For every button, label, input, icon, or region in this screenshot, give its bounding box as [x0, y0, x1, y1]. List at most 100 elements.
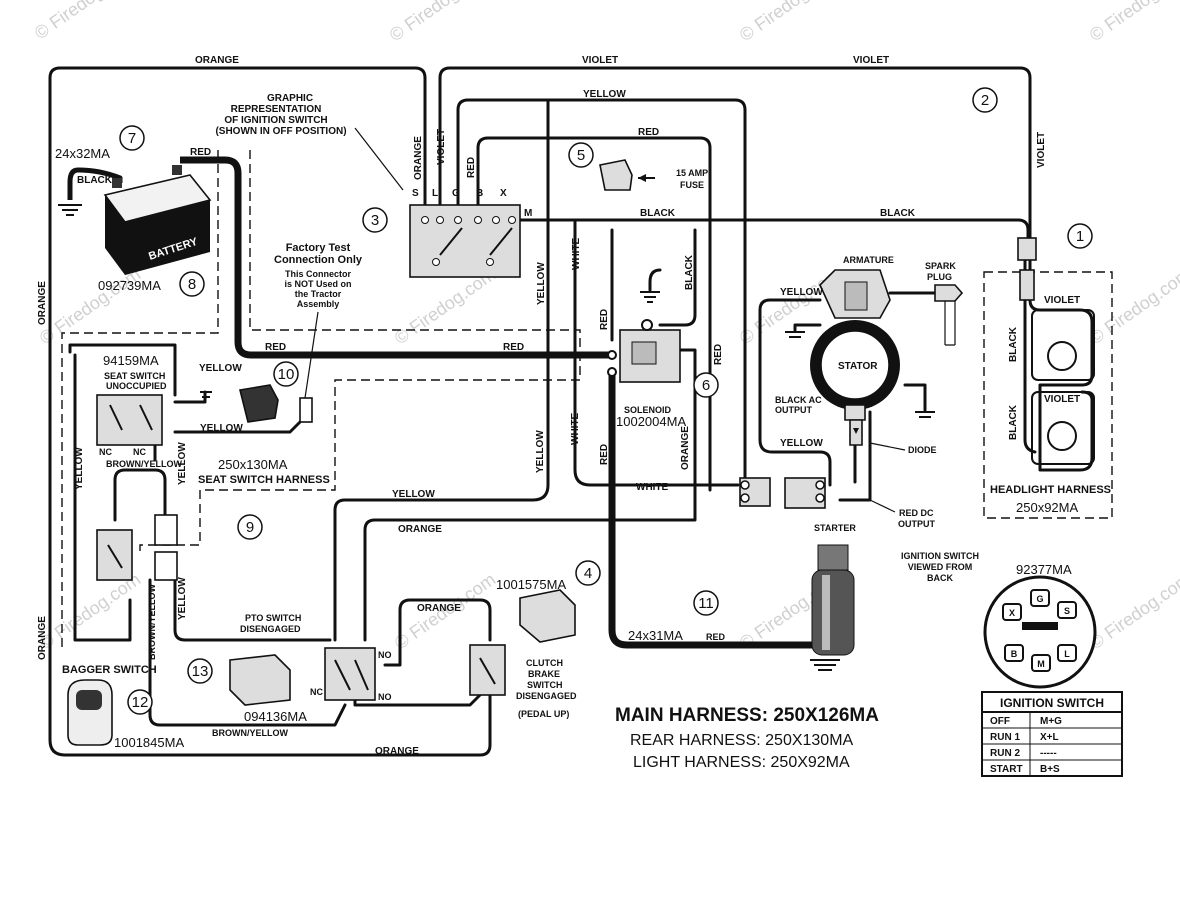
- callout-13: 13: [192, 663, 209, 680]
- table-pos: START: [990, 764, 1023, 775]
- wire-label: ORANGE: [195, 55, 239, 66]
- wire-label: ORANGE: [37, 281, 48, 325]
- fuse: [599, 159, 655, 191]
- wire-label: ORANGE: [37, 616, 48, 660]
- part-number: 94159MA: [103, 353, 159, 368]
- wire-label: YELLOW: [199, 363, 242, 374]
- wire-label: VIOLET: [853, 55, 889, 66]
- table-conn: B+S: [1040, 764, 1060, 775]
- wire-label: RED: [599, 309, 610, 330]
- part-number: 250x92MA: [1016, 500, 1078, 515]
- wire-label: VIOLET: [436, 129, 447, 165]
- note: (PEDAL UP): [518, 709, 569, 719]
- note: Factory Test: [286, 242, 351, 254]
- part-number: 92377MA: [1016, 562, 1072, 577]
- wire-label: VIOLET: [582, 55, 618, 66]
- part-number: 24x32MA: [55, 146, 110, 161]
- note: (SHOWN IN OFF POSITION): [215, 126, 346, 137]
- note: UNOCCUPIED: [106, 381, 167, 391]
- part-number: 1001845MA: [114, 735, 184, 750]
- table-conn: M+G: [1040, 716, 1062, 727]
- terminal-m: M: [524, 208, 532, 219]
- callout-3: 3: [371, 212, 379, 229]
- watermark: © Firedog.com: [36, 264, 144, 348]
- note: CLUTCH: [526, 658, 563, 668]
- watermark: © Firedog.com: [31, 0, 139, 43]
- note: RED DC: [899, 508, 934, 518]
- callout-9: 9: [246, 519, 254, 536]
- note: STARTER: [814, 523, 856, 533]
- rear-harness-title: REAR HARNESS: 250X130MA: [630, 732, 854, 749]
- note: is NOT Used on: [284, 279, 351, 289]
- headlight-harness-outline: [983, 271, 1113, 519]
- terminal-x: X: [500, 188, 507, 199]
- main-harness-title: MAIN HARNESS: 250X126MA: [615, 705, 879, 726]
- part-number: 24x31MA: [628, 628, 683, 643]
- wire-label: YELLOW: [177, 577, 188, 620]
- key-terminal: G: [1036, 594, 1043, 604]
- wire-label: YELLOW: [536, 262, 547, 305]
- watermark: © Firedog.com: [1086, 569, 1180, 653]
- connectors: [739, 237, 1037, 509]
- note: BLACK AC: [775, 395, 822, 405]
- part-numbers: 24x32MA 092739MA 94159MA 250x130MA 10020…: [55, 146, 1078, 750]
- wire-label: BLACK: [880, 208, 916, 219]
- wire-label: RED: [466, 157, 477, 178]
- note: 15 AMP: [676, 168, 708, 178]
- note: FUSE: [680, 180, 704, 190]
- note: VIEWED FROM: [908, 562, 973, 572]
- table-pos: RUN 1: [990, 732, 1020, 743]
- note: SEAT SWITCH HARNESS: [198, 474, 330, 486]
- terminal-l: L: [432, 188, 438, 199]
- table-pos: RUN 2: [990, 748, 1020, 759]
- table-conn: -----: [1040, 748, 1057, 759]
- note: NC: [99, 447, 112, 457]
- wire-label: RED: [190, 147, 211, 158]
- table-conn: X+L: [1040, 732, 1059, 743]
- wire-label: YELLOW: [583, 89, 626, 100]
- note: Connection Only: [274, 254, 363, 266]
- callout-7: 7: [128, 130, 136, 147]
- key-terminal: S: [1064, 606, 1070, 616]
- part-number: 092739MA: [98, 278, 161, 293]
- ignition-rear-view: G S X B M L: [983, 575, 1097, 689]
- part-number: 1001575MA: [496, 577, 566, 592]
- wire-label: BROWN/YELLOW: [147, 584, 157, 660]
- wire-label: VIOLET: [1036, 132, 1047, 168]
- key-terminal: B: [1011, 649, 1018, 659]
- starter: [811, 544, 855, 656]
- table-title: IGNITION SWITCH: [1000, 696, 1104, 710]
- wire-label: RED: [599, 444, 610, 465]
- note: SPARK: [925, 261, 956, 271]
- watermark: © Firedog.com: [736, 0, 844, 45]
- note: BRAKE: [528, 669, 560, 679]
- ignition-table: IGNITION SWITCH OFF M+G RUN 1 X+L RUN 2 …: [981, 691, 1123, 777]
- wire-label: YELLOW: [74, 447, 85, 490]
- battery-cables: [67, 156, 815, 649]
- part-number: 1002004MA: [616, 414, 686, 429]
- wire-label: YELLOW: [780, 438, 823, 449]
- switches: [67, 384, 576, 746]
- callout-12: 12: [132, 694, 149, 711]
- key-terminal: M: [1037, 659, 1045, 669]
- callout-11: 11: [698, 595, 714, 612]
- watermark: © Firedog.com: [1086, 264, 1180, 348]
- note: REPRESENTATION: [231, 104, 322, 115]
- wire-label: RED: [638, 127, 659, 138]
- headlights: [1019, 269, 1095, 465]
- wire-label: ORANGE: [375, 746, 419, 757]
- note: This Connector: [285, 269, 351, 279]
- note: GRAPHIC: [267, 93, 313, 104]
- note: OUTPUT: [898, 519, 936, 529]
- wire-label: RED: [706, 632, 726, 642]
- wire-label: RED: [713, 344, 724, 365]
- wire-label: BLACK: [1008, 326, 1019, 362]
- wire-label: YELLOW: [535, 430, 546, 473]
- notes: GRAPHIC REPRESENTATION OF IGNITION SWITC…: [62, 93, 1111, 719]
- note: NC: [310, 687, 323, 697]
- table-pos: OFF: [990, 716, 1010, 727]
- wires: [48, 66, 1094, 757]
- terminal-s: S: [412, 188, 419, 199]
- note: IGNITION SWITCH: [901, 551, 979, 561]
